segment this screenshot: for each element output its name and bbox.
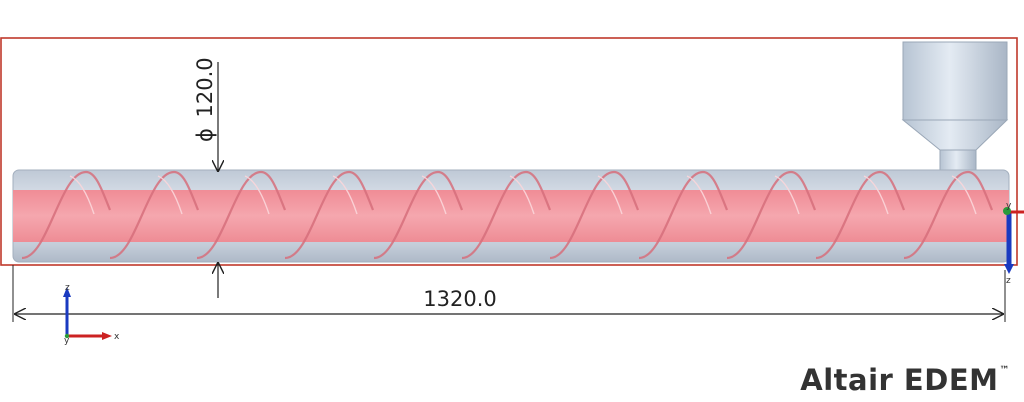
screw-flight (284, 170, 375, 260)
screw-flight (903, 170, 994, 260)
local-y-axis (1003, 207, 1011, 215)
screw-flight-highlight (951, 175, 977, 215)
hopper (901, 41, 1009, 173)
diameter-symbol: ϕ (193, 128, 217, 142)
length-label: 1320.0 (423, 287, 496, 311)
screw-flight (549, 170, 640, 260)
diameter-dimension: ϕ 120.0 (193, 57, 218, 298)
screw-flight (815, 170, 906, 260)
screw-flights (21, 170, 994, 260)
local-axis-indicator: y z (1003, 201, 1024, 286)
screw-flight-highlight (157, 175, 183, 215)
screw-flight-highlight (421, 175, 447, 215)
trademark-symbol: ™ (999, 365, 1010, 376)
particle-bed (13, 190, 1009, 242)
screw-flight (461, 170, 552, 260)
screw-flight-highlight (597, 175, 623, 215)
screw-flight-highlight (863, 175, 889, 215)
diameter-value: 120.0 (193, 57, 217, 117)
length-dimension: 1320.0 (12, 265, 1006, 322)
screw-flight (638, 170, 729, 260)
screw-flight (109, 170, 200, 260)
brand-logo: Altair EDEM™ (800, 363, 1010, 397)
screw-flight-highlight (244, 175, 270, 215)
diameter-label: ϕ 120.0 (193, 57, 217, 142)
x-axis-label: x (114, 332, 120, 342)
screw-flight-highlight (69, 175, 95, 215)
screw-flight-highlight (774, 175, 800, 215)
y-axis (64, 333, 70, 339)
screw-flight-highlight (686, 175, 712, 215)
screw-flight (373, 170, 464, 260)
axis-triad: z x y (63, 283, 120, 346)
screw-flight (196, 170, 287, 260)
brand-name: Altair EDEM (800, 363, 999, 397)
screw-flight (726, 170, 817, 260)
domain-box (0, 37, 1018, 266)
conveyor-tube (12, 169, 1010, 263)
z-axis-label: z (65, 283, 70, 293)
screw-flight-highlight (332, 175, 358, 215)
screw-flight (21, 170, 112, 260)
screw-flight-highlight (509, 175, 535, 215)
local-y-label: y (1006, 201, 1012, 211)
y-axis-label: y (64, 336, 70, 346)
local-z-label: z (1006, 276, 1011, 286)
